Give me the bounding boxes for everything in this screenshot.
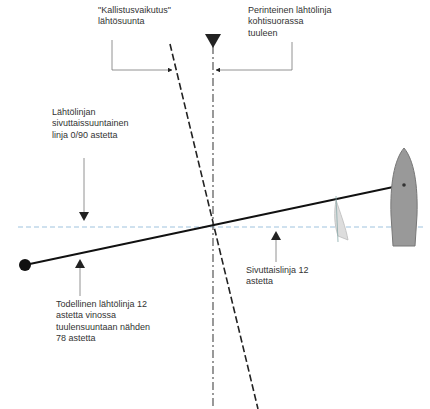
annotation-label: Lähtölinjan sivuttaissuuntainen linja 0/… — [50, 106, 130, 142]
start-line — [25, 186, 398, 265]
annotation-label: Sivuttaislinja 12 astetta — [244, 264, 318, 289]
annotation-label: Perinteinen lähtölinja kohtisuorassa tuu… — [246, 4, 336, 40]
leader-line — [216, 42, 292, 70]
pin-end — [19, 259, 31, 271]
leader-head — [75, 259, 85, 268]
wind-marker — [205, 34, 221, 48]
axis-line — [212, 46, 213, 409]
boat-point — [402, 183, 406, 187]
mark-pole — [336, 196, 338, 242]
annotation-label: Todellinen lähtölinja 12 astetta vinossa… — [54, 298, 162, 345]
wind-line — [170, 44, 258, 409]
leader-head — [271, 231, 281, 240]
leader-line — [112, 40, 172, 70]
leader-line — [276, 240, 277, 262]
leader-line — [80, 268, 81, 296]
leader-line — [84, 158, 85, 212]
annotation-label: "Kallistusvaikutus" lähtösuunta — [96, 4, 180, 29]
boat-hull — [391, 148, 417, 246]
reference-line — [18, 227, 426, 228]
leader-head — [79, 212, 89, 221]
